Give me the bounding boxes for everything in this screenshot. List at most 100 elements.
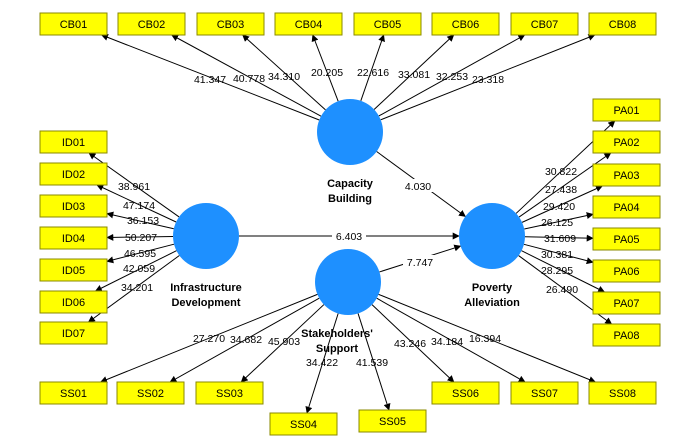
indicator-pa02[interactable]: PA02	[592, 130, 661, 154]
indicator-box	[431, 12, 500, 36]
construct-label-line: Infrastructure	[170, 282, 242, 294]
indicator-box	[431, 381, 500, 405]
indicator-ss05[interactable]: SS05	[358, 409, 427, 433]
indicator-box	[592, 291, 661, 315]
indicator-box	[269, 412, 338, 436]
indicator-pa08[interactable]: PA08	[592, 323, 661, 347]
indicator-ss06[interactable]: SS06	[431, 381, 500, 405]
loading-value-cb02: 40.778	[233, 73, 265, 85]
loading-value-ss05: 41.539	[356, 357, 388, 369]
indicator-label: ID01	[62, 137, 85, 149]
construct-circle	[459, 203, 525, 269]
indicator-label: CB01	[60, 19, 88, 31]
indicator-box	[117, 12, 186, 36]
loading-value-pa06: 30.381	[541, 249, 573, 261]
indicator-cb06[interactable]: CB06	[431, 12, 500, 36]
indicator-box	[592, 227, 661, 251]
indicator-ss08[interactable]: SS08	[588, 381, 657, 405]
indicator-id02[interactable]: ID02	[39, 162, 108, 186]
indicator-id01[interactable]: ID01	[39, 130, 108, 154]
loading-edge-ss02	[169, 297, 320, 383]
indicator-label: CB02	[138, 19, 166, 31]
construct-ss[interactable]: Stakeholders'Support	[301, 249, 381, 355]
indicator-box	[39, 162, 108, 186]
loading-edge-ss07	[376, 297, 526, 383]
loading-edge-id06	[94, 250, 177, 292]
indicator-box	[39, 290, 108, 314]
indicator-ss01[interactable]: SS01	[39, 381, 108, 405]
indicator-label: ID06	[62, 297, 85, 309]
indicator-box	[39, 381, 108, 405]
indicator-label: CB07	[531, 19, 559, 31]
indicator-label: PA04	[613, 202, 639, 214]
indicator-id07[interactable]: ID07	[39, 321, 108, 345]
construct-label-line: Poverty	[472, 282, 513, 294]
indicator-label: PA01	[613, 105, 639, 117]
loading-edge-ss04	[305, 313, 339, 414]
indicator-id03[interactable]: ID03	[39, 194, 108, 218]
loading-edge-id05	[106, 243, 175, 264]
indicator-ss03[interactable]: SS03	[195, 381, 264, 405]
indicator-id06[interactable]: ID06	[39, 290, 108, 314]
indicator-pa01[interactable]: PA01	[592, 98, 661, 122]
indicator-box	[39, 226, 108, 250]
indicator-cb02[interactable]: CB02	[117, 12, 186, 36]
indicator-id05[interactable]: ID05	[39, 258, 108, 282]
indicator-cb03[interactable]: CB03	[196, 12, 265, 36]
indicator-label: SS01	[60, 388, 87, 400]
indicator-pa04[interactable]: PA04	[592, 195, 661, 219]
indicator-cb07[interactable]: CB07	[510, 12, 579, 36]
indicator-cb05[interactable]: CB05	[353, 12, 422, 36]
indicator-cb04[interactable]: CB04	[274, 12, 343, 36]
indicator-pa07[interactable]: PA07	[592, 291, 661, 315]
indicator-box	[592, 195, 661, 219]
indicator-label: PA05	[613, 234, 639, 246]
construct-label-line: Stakeholders'	[301, 328, 373, 340]
loading-value-cb07: 32.253	[436, 71, 468, 83]
indicator-pa05[interactable]: PA05	[592, 227, 661, 251]
indicator-cb08[interactable]: CB08	[588, 12, 657, 36]
indicator-pa06[interactable]: PA06	[592, 259, 661, 283]
indicator-label: SS03	[216, 388, 243, 400]
path-label-bg	[401, 179, 435, 192]
indicator-ss02[interactable]: SS02	[116, 381, 185, 405]
loading-edge-ss01	[100, 293, 318, 383]
indicator-box	[592, 323, 661, 347]
indicator-box	[592, 98, 661, 122]
path-coefficient-id-to-pa: 6.403	[336, 231, 362, 243]
loading-value-ss08: 16.394	[469, 333, 501, 345]
indicator-ss04[interactable]: SS04	[269, 412, 338, 436]
indicator-box	[592, 163, 661, 187]
indicator-id04[interactable]: ID04	[39, 226, 108, 250]
path-label-bg	[403, 255, 437, 268]
indicator-box	[353, 12, 422, 36]
indicator-box	[39, 194, 108, 218]
path-label-bg	[332, 229, 366, 242]
loading-edge-id03	[106, 211, 174, 230]
indicator-label: SS04	[290, 419, 317, 431]
loading-value-cb03: 34.310	[268, 71, 300, 83]
loading-value-cb05: 22.616	[357, 67, 389, 79]
construct-circle	[315, 249, 381, 315]
indicator-pa03[interactable]: PA03	[592, 163, 661, 187]
indicator-box	[588, 381, 657, 405]
loading-edge-cb07	[378, 34, 526, 117]
indicator-label: SS05	[379, 416, 406, 428]
indicator-box	[195, 381, 264, 405]
indicator-label: CB06	[452, 19, 480, 31]
indicator-box	[39, 12, 108, 36]
indicator-ss07[interactable]: SS07	[510, 381, 579, 405]
indicator-cb01[interactable]: CB01	[39, 12, 108, 36]
loading-value-cb04: 20.205	[311, 67, 343, 79]
loading-edge-cb04	[311, 34, 339, 102]
loading-edge-ss08	[378, 293, 596, 383]
indicator-label: SS02	[137, 388, 164, 400]
path-coefficient-ss-to-pa: 7.747	[407, 257, 433, 269]
indicator-label: ID05	[62, 265, 85, 277]
loading-edge-ss06	[371, 304, 455, 383]
loading-edge-pa06	[523, 243, 594, 265]
